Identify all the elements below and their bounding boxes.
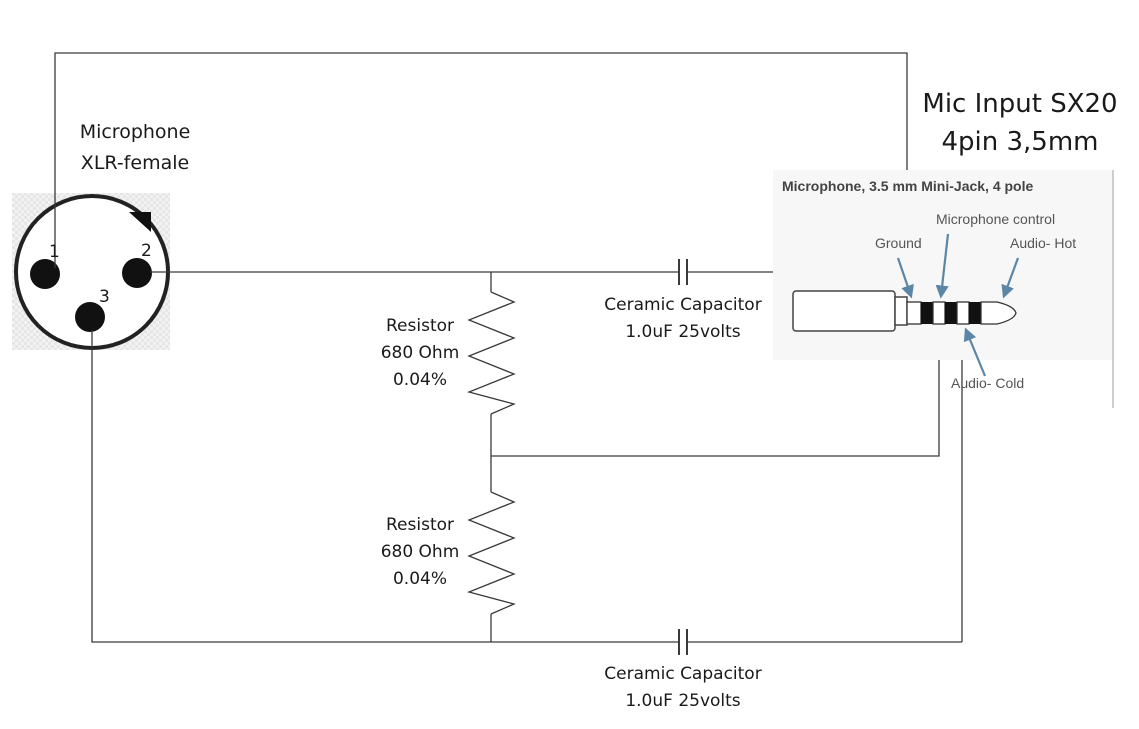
pin-label-2: 2 [141,241,152,261]
resistor-bottom-line2: 680 Ohm [380,542,460,562]
capacitor-bottom-line2: 1.0uF 25volts [625,691,741,711]
resistor-bottom-zigzag [466,491,516,615]
arrow-mic-control [935,233,950,299]
resistor-bottom-line3: 0.04% [392,569,447,589]
xlr-pin-3 [75,302,105,332]
jack-panel [773,170,1114,408]
arrow-audio-cold [963,327,987,377]
microphone-title-line1: Microphone [79,121,191,143]
jack-label-mic-control: Microphone control [936,211,1056,227]
xlr-pin-2 [122,258,152,288]
resistor-top-label: Resistor 680 Ohm 0.04% [362,313,478,394]
pin-label-1: 1 [49,242,60,262]
jack-plug-body [792,290,896,332]
xlr-key-notch [129,212,151,232]
wire-mic-control [491,320,940,457]
capacitor-top-label: Ceramic Capacitor 1.0uF 25volts [583,292,783,346]
jack-sleeve [906,301,922,325]
arrow-ground [896,257,914,299]
mic-input-title-line2: 4pin 3,5mm [941,127,1099,157]
jack-panel-title: Microphone, 3.5 mm Mini-Jack, 4 pole [782,178,1034,194]
xlr-connector [12,193,170,350]
resistor-bottom-label: Resistor 680 Ohm 0.04% [362,512,478,593]
jack-band-3 [969,302,981,324]
wire-pin3-bottom [91,330,679,643]
jack-ring-2 [956,301,970,325]
mic-input-title: Mic Input SX20 4pin 3,5mm [910,86,1130,160]
capacitor-top-line2: 1.0uF 25volts [625,322,741,342]
xlr-pin-1 [30,259,60,289]
jack-tip [980,301,1017,325]
microphone-title-line2: XLR-female [80,152,190,174]
microphone-title: Microphone XLR-female [55,119,215,177]
pin-label-3: 3 [99,287,110,307]
jack-label-audio-hot: Audio- Hot [1010,235,1077,251]
resistor-top-line1: Resistor [386,316,454,336]
arrow-audio-hot [1001,257,1020,299]
capacitor-top-line1: Ceramic Capacitor [604,295,762,315]
resistor-top-zigzag [466,291,516,415]
resistor-bottom-line1: Resistor [386,515,454,535]
jack-ring-1 [932,301,946,325]
resistor-top-line3: 0.04% [392,370,447,390]
jack-label-ground: Ground [875,235,922,251]
mic-input-title-line1: Mic Input SX20 [922,89,1118,119]
wires [54,52,996,655]
wire-pin1-ground [54,52,908,268]
resistor-top-line2: 680 Ohm [380,343,460,363]
jack-band-2 [945,302,957,324]
jack-label-audio-cold: Audio- Cold [951,375,1025,391]
jack-plug-collar [894,296,908,326]
capacitor-bottom-label: Ceramic Capacitor 1.0uF 25volts [583,661,783,715]
capacitor-bottom-line1: Ceramic Capacitor [604,664,762,684]
jack-band-1 [921,302,933,324]
